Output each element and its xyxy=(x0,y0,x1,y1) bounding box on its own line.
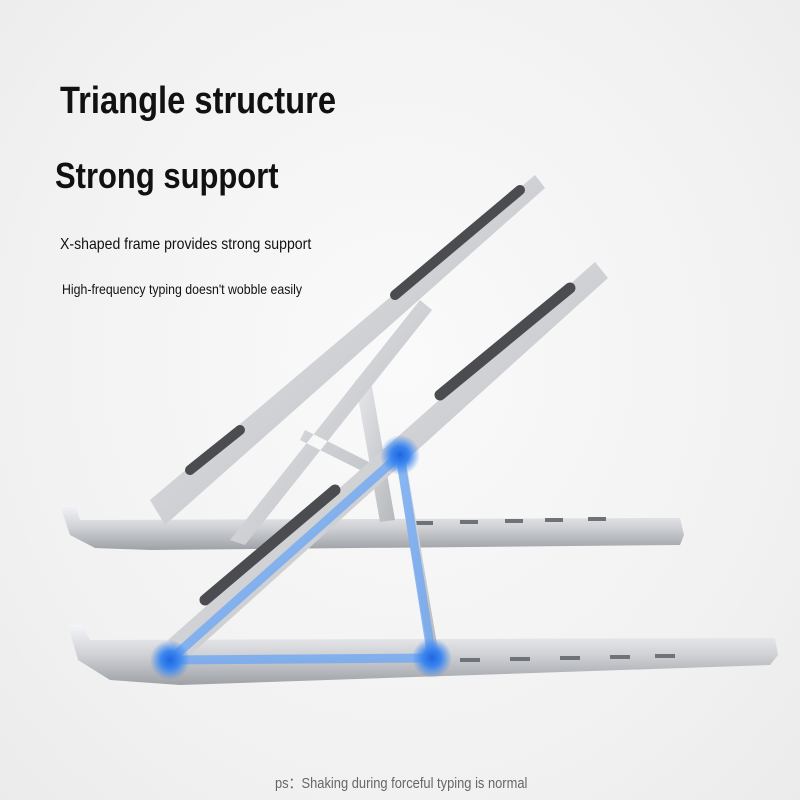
joint-marker xyxy=(380,435,420,475)
joint-marker xyxy=(150,640,190,680)
feature-text: X-shaped frame provides strong support xyxy=(60,236,312,253)
feature-text: High-frequency typing doesn't wobble eas… xyxy=(62,281,303,297)
triangle-highlight xyxy=(150,435,452,680)
joint-marker xyxy=(412,638,452,678)
back-stand xyxy=(60,175,684,550)
footnote: ps：Shaking during forceful typing is nor… xyxy=(275,775,528,792)
x-frame xyxy=(230,300,432,545)
subheadline: Strong support xyxy=(55,155,279,196)
headline: Triangle structure xyxy=(60,80,337,122)
